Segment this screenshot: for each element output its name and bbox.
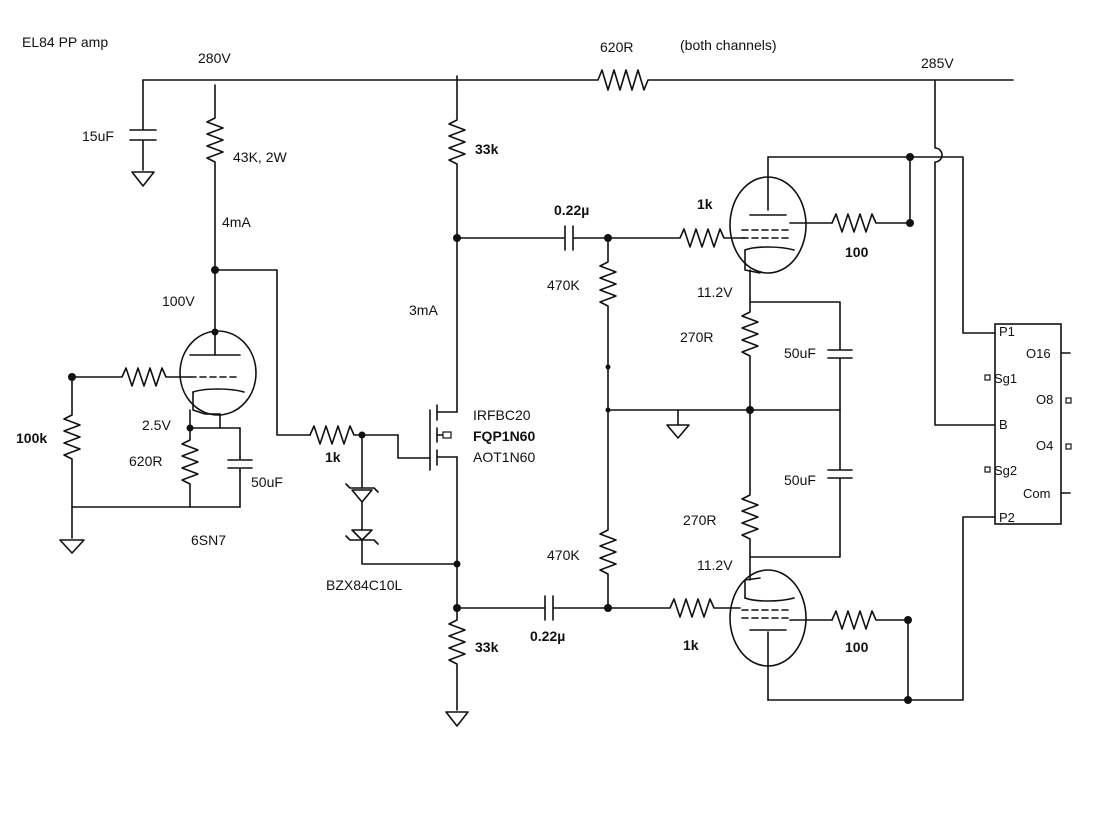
ground-icon	[59, 539, 85, 554]
cathode-resistor-top	[741, 301, 759, 411]
mosfet-part-3-label: AOT1N60	[473, 449, 535, 465]
screen-resistor-top	[831, 156, 911, 233]
zener-diode-pair	[345, 434, 458, 565]
ground-icon	[445, 711, 469, 727]
coupling-cap-bottom-label: 0.22µ	[530, 628, 565, 644]
driver-cathode-capacitor	[227, 427, 253, 508]
driver-cathode-voltage-label: 2.5V	[142, 417, 171, 433]
rail-resistor-label: 620R	[600, 39, 633, 55]
grid-leak-top-resistor	[599, 237, 617, 411]
schematic-title: EL84 PP amp	[22, 34, 108, 50]
output-tube-bottom	[729, 569, 833, 701]
driver-grid-leak-resistor	[63, 376, 81, 508]
transformer-p1-label: P1	[999, 324, 1015, 339]
driver-cathode-cap-label: 50uF	[251, 474, 283, 490]
grid-stopper-top-resistor	[607, 228, 746, 248]
top-plate-to-p1-wire	[767, 156, 996, 334]
driver-anode-current-label: 4mA	[222, 214, 251, 230]
mosfet-current-label: 3mA	[409, 302, 438, 318]
cathode-capacitor-bottom	[749, 409, 853, 558]
b-plus-to-center-tap-wire	[934, 79, 996, 426]
transformer-b-label: B	[999, 417, 1008, 432]
cathode-capacitor-top	[749, 269, 853, 411]
output-transformer: P1 Sg1 B Sg2 P2 O16 O8 O4 Com	[984, 323, 1072, 525]
transformer-o8-label: O8	[1036, 392, 1053, 407]
grid-leak-top-label: 470K	[547, 277, 580, 293]
cathode-voltage-top-label: 11.2V	[697, 284, 733, 300]
transformer-p2-label: P2	[999, 510, 1015, 525]
mosfet-symbol	[429, 404, 458, 471]
output-tube-top	[729, 156, 833, 274]
supply-cap-label: 15uF	[82, 128, 114, 144]
mosfet-bottom-resistor-label: 33k	[475, 639, 499, 655]
grid-leak-bottom-label: 470K	[547, 547, 580, 563]
sg2-terminal	[984, 466, 991, 473]
screen-resistor-bottom	[831, 610, 909, 701]
rail-voltage-left-label: 280V	[198, 50, 231, 66]
transformer-o4-label: O4	[1036, 438, 1053, 453]
driver-grid-stopper	[71, 367, 191, 387]
sg1-terminal	[984, 374, 991, 381]
driver-grid-resistor-label: 100k	[16, 430, 47, 446]
grid-stopper-bottom-resistor	[607, 598, 741, 618]
supply-filter-capacitor	[129, 79, 157, 171]
mosfet-bottom-resistor	[448, 607, 466, 711]
driver-anode-resistor	[206, 84, 224, 271]
bottom-plate-to-p2-wire	[767, 516, 996, 701]
transformer-o16-label: O16	[1026, 346, 1051, 361]
cathode-resistor-bottom	[741, 409, 759, 581]
driver-anode-voltage-label: 100V	[162, 293, 195, 309]
screen-resistor-bottom-label: 100	[845, 639, 869, 655]
grid-stopper-bottom-label: 1k	[683, 637, 699, 653]
grid-stopper-top-label: 1k	[697, 196, 713, 212]
cathode-cap-top-label: 50uF	[784, 345, 816, 361]
zener-label: BZX84C10L	[326, 577, 402, 593]
o8-terminal	[1065, 397, 1072, 404]
transformer-sg1-label: Sg1	[994, 371, 1017, 386]
driver-to-mosfet-wire	[214, 269, 311, 436]
cathode-resistor-top-label: 270R	[680, 329, 713, 345]
supply-rail	[142, 69, 1014, 91]
cathode-resistor-bottom-label: 270R	[683, 512, 716, 528]
mosfet-top-resistor-label: 33k	[475, 141, 499, 157]
coupling-capacitor-top	[456, 225, 609, 251]
cathode-cap-bottom-label: 50uF	[784, 472, 816, 488]
coupling-cap-top-label: 0.22µ	[554, 202, 589, 218]
rail-note-label: (both channels)	[680, 37, 777, 53]
transformer-sg2-label: Sg2	[994, 463, 1017, 478]
driver-anode-resistor-label: 43K, 2W	[233, 149, 287, 165]
mosfet-part-1-label: IRFBC20	[473, 407, 531, 423]
o4-terminal	[1065, 443, 1072, 450]
mosfet-gate-resistor-label: 1k	[325, 449, 341, 465]
driver-tube-label: 6SN7	[191, 532, 226, 548]
driver-cathode-resistor	[181, 427, 199, 508]
ground-icon	[666, 424, 690, 439]
screen-resistor-top-label: 100	[845, 244, 869, 260]
rail-voltage-right-label: 285V	[921, 55, 954, 71]
mosfet-top-resistor	[448, 75, 466, 239]
ground-icon	[131, 171, 155, 187]
driver-cathode-resistor-label: 620R	[129, 453, 162, 469]
cathode-voltage-bottom-label: 11.2V	[697, 557, 733, 573]
coupling-capacitor-bottom	[456, 595, 609, 621]
mosfet-part-2-label: FQP1N60	[473, 428, 535, 444]
mosfet-gate-resistor	[309, 425, 399, 445]
driver-tube-6sn7	[179, 330, 257, 429]
grid-leak-bottom-resistor	[599, 409, 617, 609]
transformer-com-label: Com	[1023, 486, 1050, 501]
